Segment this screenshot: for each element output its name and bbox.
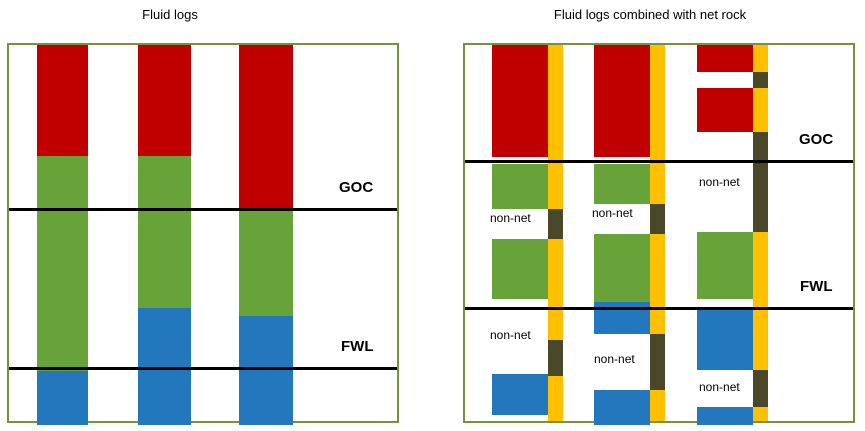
fluid-segment-blue — [37, 371, 88, 425]
fluid-segment-blue — [697, 407, 753, 425]
right-panel-title: Fluid logs combined with net rock — [553, 7, 747, 22]
fluid-segment-green — [37, 156, 88, 371]
fluid-segment-green — [492, 239, 548, 299]
fluid-segment-red — [138, 45, 191, 156]
goc-line — [9, 208, 397, 211]
fluid-segment-blue — [594, 390, 650, 425]
left-panel-title: Fluid logs — [142, 7, 198, 22]
fluid-logs-net-rock-diagram-box: GOC FWL non-net non-net non-net non-net non-ne… — [463, 43, 855, 425]
fwl-label: FWL — [341, 338, 374, 355]
fluid-segment-green — [697, 232, 753, 299]
fluid-segment-red — [239, 45, 293, 208]
fluid-segment-green — [594, 164, 650, 204]
fluid-segment-blue — [239, 316, 293, 425]
fluid-segment-green — [492, 164, 548, 209]
fwl-label: FWL — [800, 278, 833, 295]
fluid-segment-blue — [697, 310, 753, 370]
non-net-label: non-net — [490, 328, 531, 342]
non-net-strip-segment — [548, 340, 563, 376]
non-net-strip-segment — [753, 72, 768, 88]
fluid-segment-green — [239, 208, 293, 316]
fluid-segment-red — [594, 45, 650, 157]
non-net-strip-segment — [753, 132, 768, 232]
non-net-strip-segment — [650, 204, 665, 234]
non-net-label: non-net — [594, 352, 635, 366]
fluid-segment-blue — [138, 308, 191, 425]
fwl-line — [9, 367, 397, 370]
net-rock-strip — [753, 45, 768, 421]
non-net-strip-segment — [548, 209, 563, 239]
non-net-label: non-net — [592, 206, 633, 220]
non-net-strip-segment — [650, 334, 665, 390]
fluid-segment-green — [594, 234, 650, 302]
non-net-strip-segment — [753, 370, 768, 407]
goc-label: GOC — [799, 131, 834, 148]
fluid-logs-diagram-box: GOC FWL — [7, 43, 399, 425]
goc-line — [465, 160, 853, 163]
fluid-segment-blue — [492, 374, 548, 415]
fluid-segment-red — [37, 45, 88, 156]
non-net-label: non-net — [699, 175, 740, 189]
non-net-label: non-net — [699, 380, 740, 394]
fluid-segment-red — [697, 45, 753, 72]
goc-label: GOC — [339, 179, 374, 196]
non-net-label: non-net — [490, 211, 531, 225]
fluid-segment-red — [697, 88, 753, 132]
fluid-segment-red — [492, 45, 548, 157]
fluid-segment-green — [138, 156, 191, 308]
fwl-line — [465, 307, 853, 310]
